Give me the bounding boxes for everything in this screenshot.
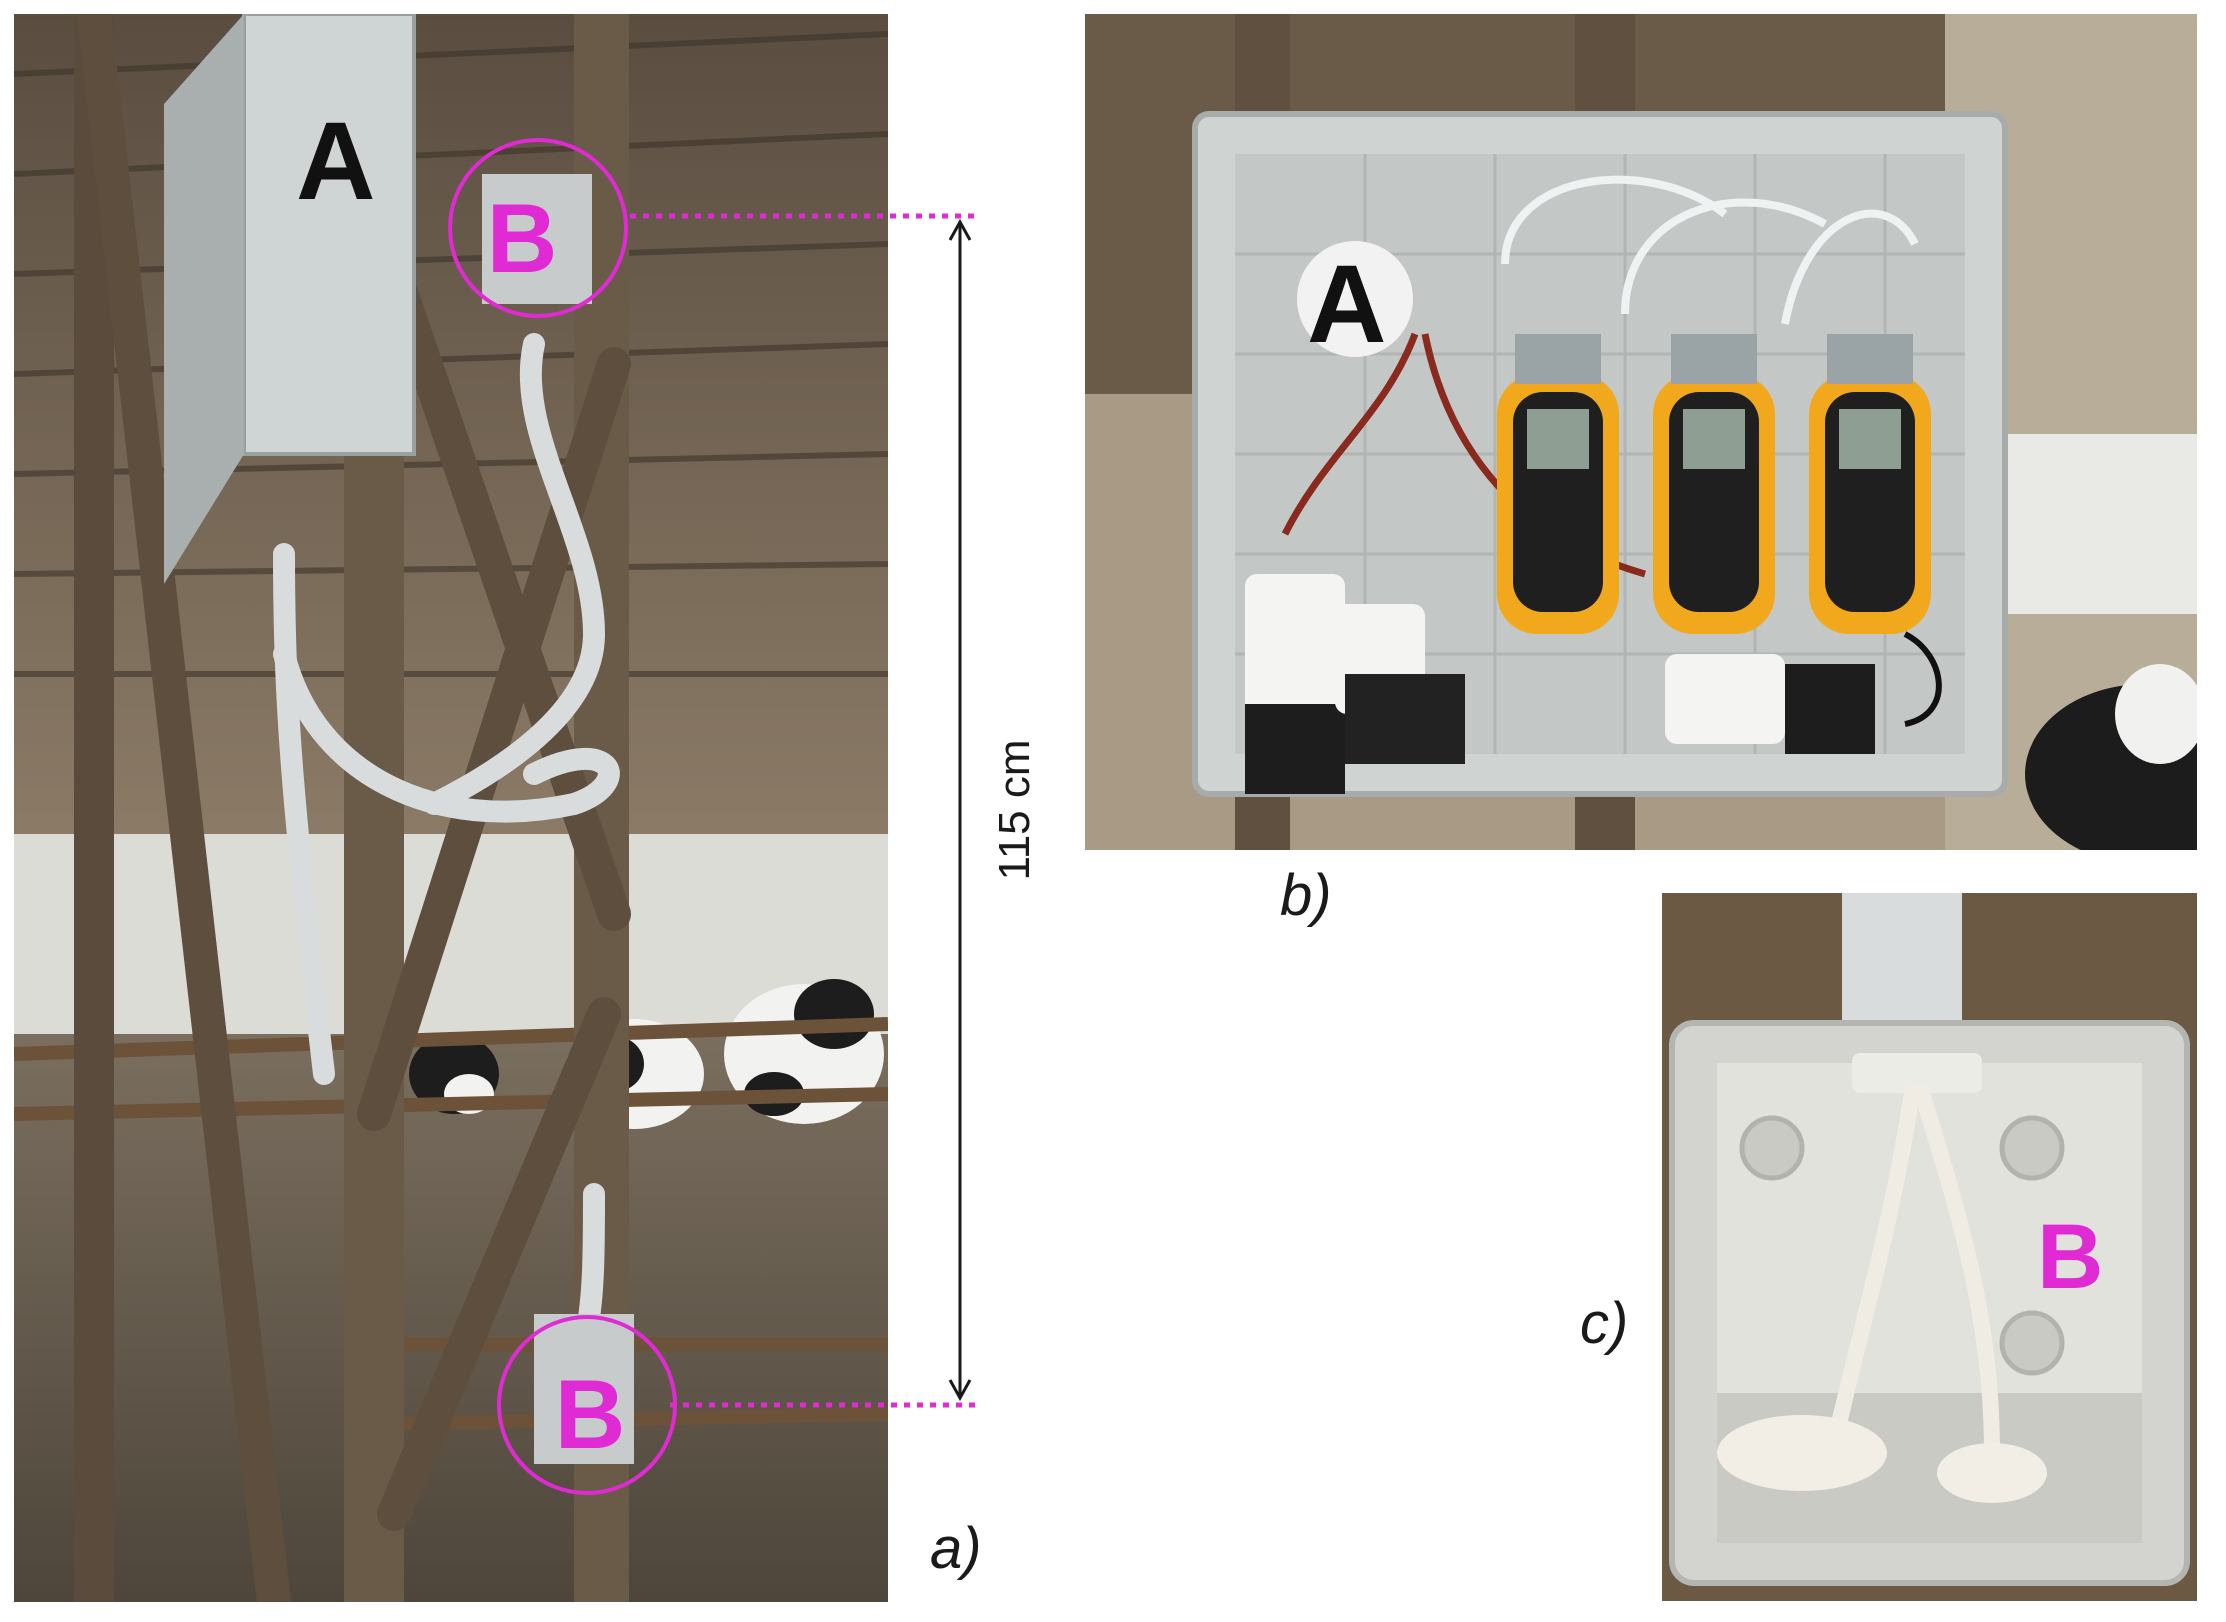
enclosure-b-photo: B (1662, 893, 2197, 1601)
box-b-label: A (1307, 243, 1386, 366)
measurement-text: 115 cm (990, 739, 1039, 881)
box-a-label: A (296, 100, 375, 223)
enclosure-a-photo: A (1085, 14, 2197, 850)
panel-label-b: b) (1280, 863, 1332, 928)
photo-panel-c: B (1662, 893, 2197, 1601)
measure-arrowhead-top (948, 218, 972, 241)
barn-photo: A (14, 14, 888, 1602)
panel-label-a: a) (930, 1516, 982, 1581)
measurement-label: 115 cm (985, 700, 1045, 920)
photo-panel-b: A (1085, 14, 2197, 850)
photo-panel-a: A (14, 14, 888, 1602)
box-c-label: B (2037, 1206, 2103, 1308)
panel-label-c: c) (1580, 1291, 1629, 1356)
measure-arrowhead-bottom (948, 1379, 972, 1402)
